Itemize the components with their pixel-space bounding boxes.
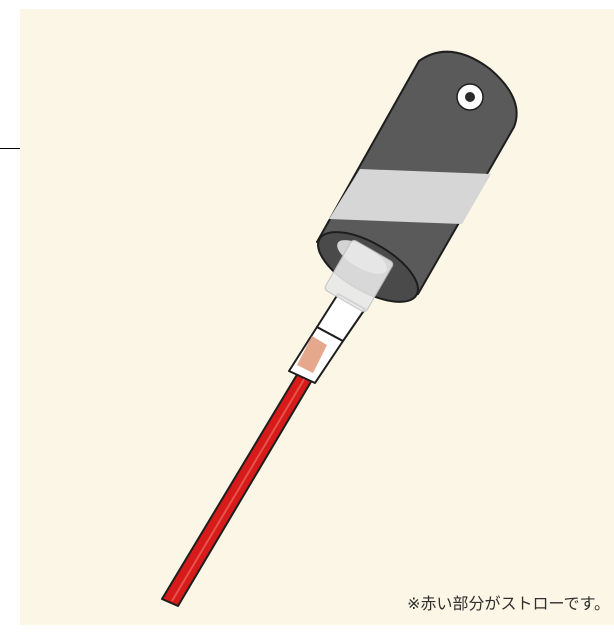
straw-connector-sleeve [289,294,365,383]
left-margin-rule [0,148,20,149]
caption-note: ※赤い部分がストローです。 [407,590,610,614]
red-straw [162,368,315,606]
spray-nozzle-straw-illustration [20,9,614,625]
illustration-panel: ※赤い部分がストローです。 [20,9,614,625]
nozzle-hole-icon [457,84,483,110]
nozzle-cap [308,52,517,316]
